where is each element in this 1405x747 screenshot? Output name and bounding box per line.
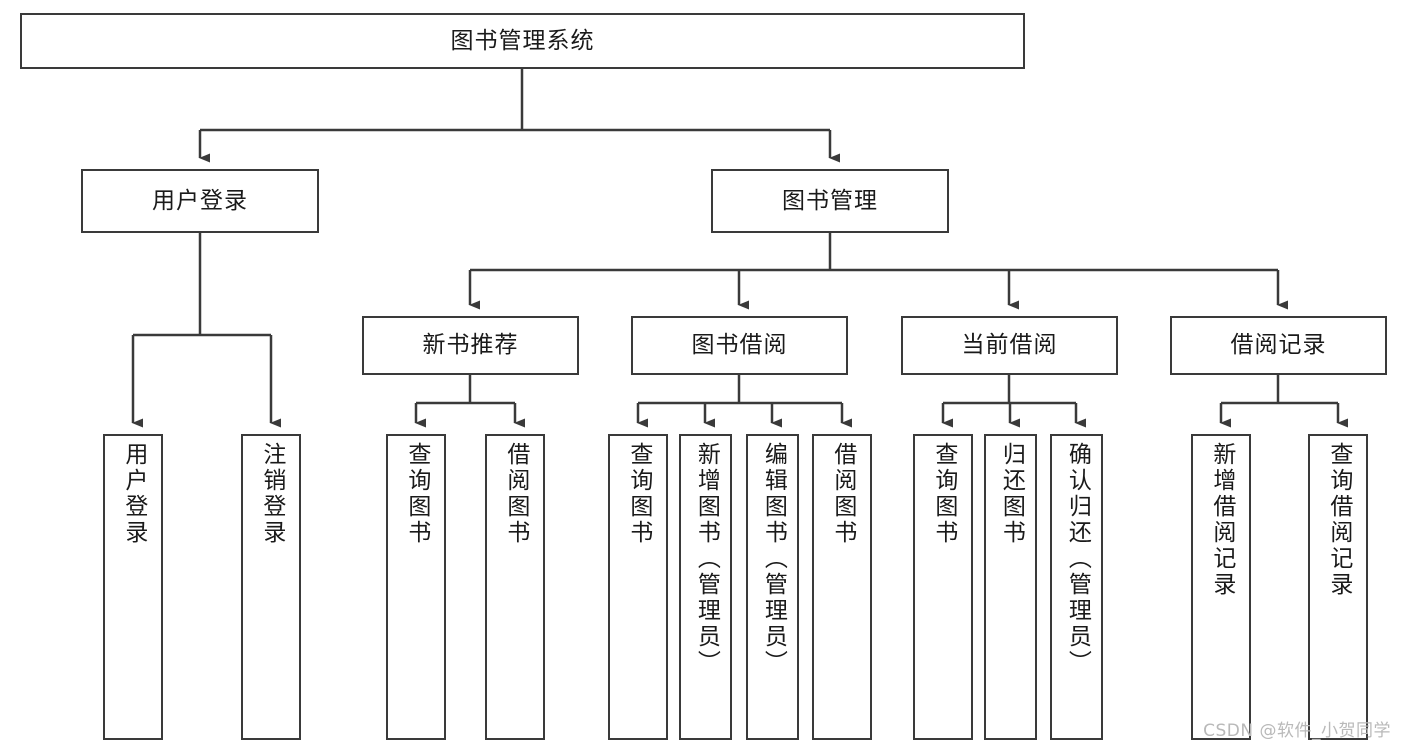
node-leaf-query-book-a[interactable]: 查询图书 [386, 434, 446, 740]
node-leaf-return-book-label: 归还图书 [998, 442, 1025, 546]
node-book-borrow-label: 图书借阅 [691, 332, 788, 358]
node-leaf-add-book[interactable]: 新增图书（管理员） [679, 434, 732, 740]
node-leaf-query-book-c[interactable]: 查询图书 [913, 434, 973, 740]
node-leaf-borrow-book-a-label: 借阅图书 [502, 442, 529, 546]
node-current-borrow[interactable]: 当前借阅 [901, 316, 1118, 375]
node-book-manage-label: 图书管理 [782, 187, 878, 214]
node-leaf-add-book-label: 新增图书（管理员） [693, 442, 720, 676]
node-leaf-query-book-b-label: 查询图书 [625, 442, 652, 546]
node-leaf-edit-book[interactable]: 编辑图书（管理员） [746, 434, 799, 740]
node-leaf-user-logout[interactable]: 注销登录 [241, 434, 301, 740]
node-leaf-query-book-a-label: 查询图书 [403, 442, 430, 546]
node-leaf-edit-book-label: 编辑图书（管理员） [760, 442, 787, 676]
node-leaf-query-book-b[interactable]: 查询图书 [608, 434, 668, 740]
node-new-book-recommend[interactable]: 新书推荐 [362, 316, 579, 375]
node-current-borrow-label: 当前借阅 [961, 332, 1058, 358]
node-borrow-record[interactable]: 借阅记录 [1170, 316, 1387, 375]
node-book-manage[interactable]: 图书管理 [711, 169, 949, 233]
node-new-book-recommend-label: 新书推荐 [422, 332, 519, 358]
node-user-login[interactable]: 用户登录 [81, 169, 319, 233]
node-leaf-add-record[interactable]: 新增借阅记录 [1191, 434, 1251, 740]
node-leaf-confirm-return-label: 确认归还（管理员） [1064, 442, 1091, 676]
node-book-borrow[interactable]: 图书借阅 [631, 316, 848, 375]
node-leaf-borrow-book-a[interactable]: 借阅图书 [485, 434, 545, 740]
node-leaf-user-logout-label: 注销登录 [258, 442, 285, 546]
node-user-login-label: 用户登录 [152, 187, 248, 214]
node-leaf-borrow-book-b-label: 借阅图书 [829, 442, 856, 546]
node-root-label: 图书管理系统 [450, 27, 595, 54]
node-leaf-borrow-book-b[interactable]: 借阅图书 [812, 434, 872, 740]
node-leaf-user-login[interactable]: 用户登录 [103, 434, 163, 740]
node-leaf-query-record-label: 查询借阅记录 [1325, 442, 1352, 598]
watermark-text: CSDN @软件_小贺同学 [1203, 721, 1391, 741]
node-borrow-record-label: 借阅记录 [1230, 332, 1327, 358]
node-leaf-user-login-label: 用户登录 [120, 442, 147, 546]
node-leaf-query-book-c-label: 查询图书 [930, 442, 957, 546]
node-leaf-add-record-label: 新增借阅记录 [1208, 442, 1235, 598]
node-root[interactable]: 图书管理系统 [20, 13, 1025, 69]
node-leaf-return-book[interactable]: 归还图书 [984, 434, 1037, 740]
node-leaf-confirm-return[interactable]: 确认归还（管理员） [1050, 434, 1103, 740]
node-leaf-query-record[interactable]: 查询借阅记录 [1308, 434, 1368, 740]
